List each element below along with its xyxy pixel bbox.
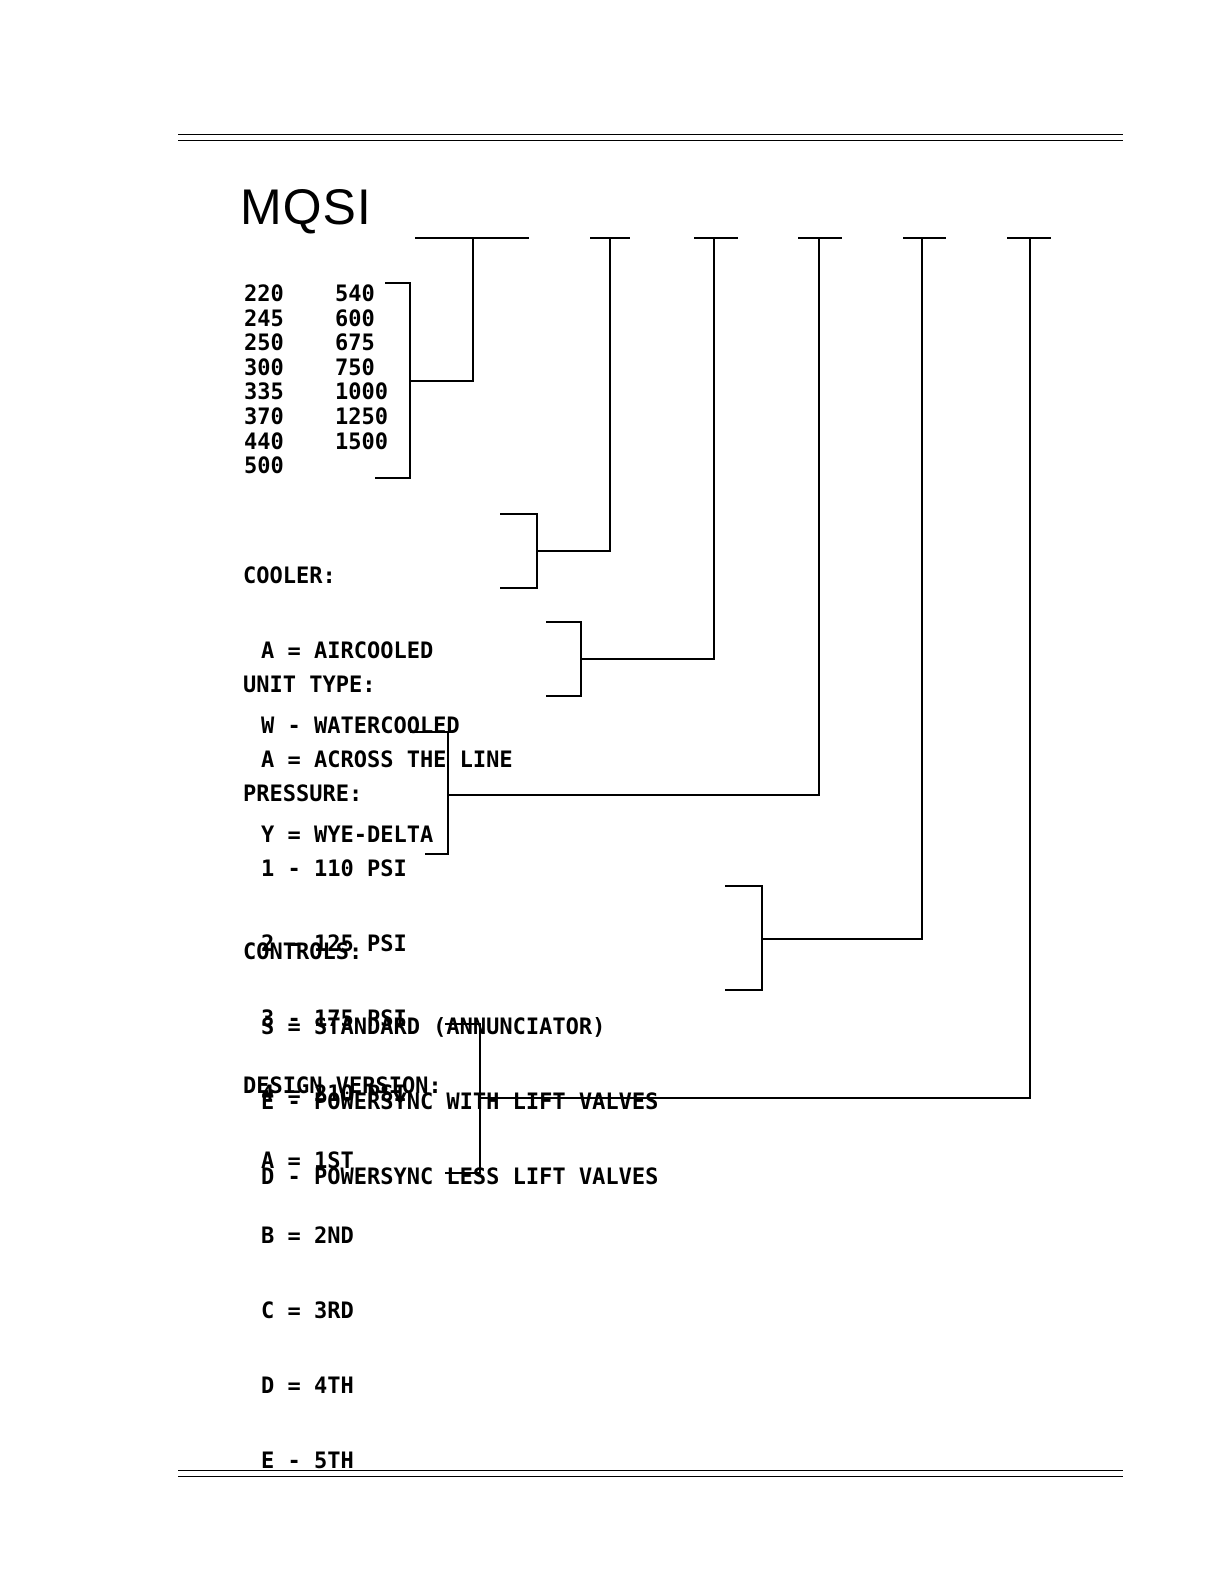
- bracket-unit-type: [546, 621, 582, 697]
- size-option: 250: [244, 331, 284, 357]
- group-option: C = 3RD: [261, 1299, 354, 1324]
- top-rule: [178, 134, 1123, 141]
- group-label: PRESSURE:: [243, 782, 363, 807]
- connector-design-version: [480, 238, 1031, 1099]
- size-option: 300: [244, 355, 284, 381]
- group-option: B = 2ND: [261, 1224, 354, 1249]
- connector-unit-type: [581, 238, 715, 660]
- group-option: 1 - 110 PSI: [261, 857, 407, 882]
- group-option: 3 - 175 PSI: [261, 1007, 407, 1032]
- group-design-version: DESIGN VERSION: A = 1ST B = 2ND C = 3RD …: [243, 1024, 442, 1499]
- group-option: A = AIRCOOLED: [261, 639, 434, 664]
- connector-controls: [762, 238, 923, 940]
- sizes-right-column: 540 600 675 750 1000 1250 1500: [335, 282, 388, 455]
- size-option: 245: [244, 306, 284, 332]
- group-option: W - WATERCOOLED: [261, 714, 460, 739]
- group-label: COOLER:: [243, 564, 336, 589]
- connector-cooler: [537, 238, 611, 552]
- group-label: DESIGN VERSION:: [243, 1074, 442, 1099]
- group-option: A = ACROSS THE LINE: [261, 748, 513, 773]
- group-option: E - POWERSYNC WITH LIFT VALVES: [261, 1090, 659, 1115]
- size-option: 220: [244, 282, 284, 307]
- group-option: S = STANDARD (ANNUNCIATOR): [261, 1015, 606, 1040]
- group-pressure: PRESSURE: 1 - 110 PSI 2 - 125 PSI 3 - 17…: [243, 732, 407, 1132]
- group-option: 2 - 125 PSI: [261, 932, 407, 957]
- bracket-pressure: [410, 731, 449, 855]
- group-option: D - POWERSYNC LESS LIFT VALVES: [261, 1165, 659, 1190]
- group-option: Y = WYE-DELTA: [261, 823, 434, 848]
- group-option: E - 5TH: [261, 1449, 354, 1474]
- sizes-left-column: 220 245 250 300 335 370 440 500: [244, 282, 284, 480]
- size-option: 750: [335, 355, 375, 381]
- bracket-cooler: [500, 513, 538, 589]
- size-option: 540: [335, 282, 375, 307]
- size-option: 500: [244, 454, 284, 480]
- group-label: UNIT TYPE:: [243, 673, 376, 698]
- size-option: 335: [244, 380, 284, 406]
- size-option: 1250: [335, 404, 388, 430]
- model-prefix-title: MQSI: [240, 179, 372, 235]
- size-option: 600: [335, 306, 375, 332]
- group-option: 4 = 210 PSI: [261, 1082, 407, 1107]
- group-unit-type: UNIT TYPE: A = ACROSS THE LINE Y = WYE-D…: [243, 623, 513, 873]
- connector-sizes: [410, 238, 474, 382]
- group-option: A = 1ST: [261, 1149, 354, 1174]
- bottom-rule: [178, 1470, 1123, 1477]
- bracket-controls: [725, 885, 763, 991]
- size-option: 675: [335, 331, 375, 357]
- size-option: 370: [244, 404, 284, 430]
- group-label: CONTROLS:: [243, 940, 363, 965]
- size-option: 1500: [335, 429, 388, 455]
- size-option: 440: [244, 429, 284, 455]
- group-cooler: COOLER: A = AIRCOOLED W - WATERCOOLED: [243, 514, 460, 764]
- group-option: D = 4TH: [261, 1374, 354, 1399]
- connector-pressure: [448, 238, 820, 796]
- size-option: 1000: [335, 380, 388, 406]
- group-controls: CONTROLS: S = STANDARD (ANNUNCIATOR) E -…: [243, 890, 658, 1215]
